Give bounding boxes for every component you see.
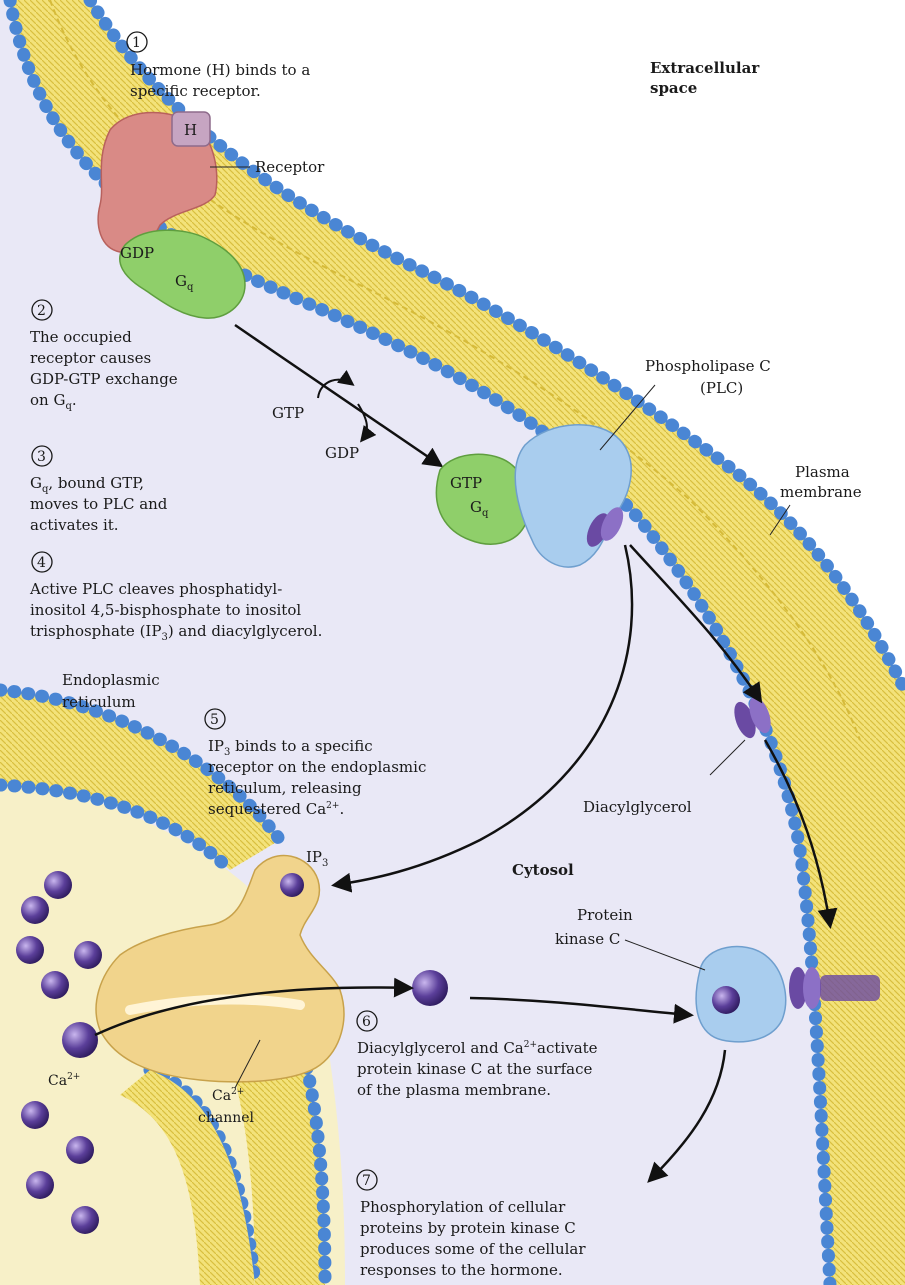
- step-5-line-1: IP3 binds to a specific: [208, 737, 373, 758]
- plc-label-2: (PLC): [700, 379, 743, 397]
- pkc-label-2: kinase C: [555, 930, 620, 948]
- plc-label-1: Phospholipase C: [645, 357, 771, 375]
- step-6-line-1: Diacylglycerol and Ca2+activate: [357, 1039, 598, 1057]
- cytosol-label: Cytosol: [512, 861, 574, 879]
- step-7-line-2: proteins by protein kinase C: [360, 1219, 576, 1237]
- step-2-number: 2: [37, 303, 46, 319]
- receptor-label: Receptor: [255, 158, 325, 176]
- gtp-free-label: GTP: [272, 404, 304, 422]
- hormone: H: [172, 112, 210, 146]
- er-label-2: reticulum: [62, 693, 136, 711]
- gdp-bound-label: GDP: [120, 244, 154, 262]
- step-3-line-3: activates it.: [30, 516, 119, 534]
- step-5-number: 5: [210, 712, 219, 728]
- step-3-number: 3: [37, 449, 46, 465]
- step-7-line-1: Phosphorylation of cellular: [360, 1198, 566, 1216]
- step-7-line-3: produces some of the cellular: [360, 1240, 586, 1258]
- channel-label-2: channel: [198, 1110, 255, 1126]
- ip3-molecule: [280, 873, 304, 897]
- step-2-line-2: receptor causes: [30, 349, 151, 367]
- hormone-label: H: [184, 121, 197, 139]
- step-6-number: 6: [362, 1014, 371, 1030]
- step-7-number: 7: [362, 1173, 371, 1189]
- step-1-line-2: specific receptor.: [130, 82, 261, 100]
- gdp-free-label: GDP: [325, 444, 359, 462]
- extracellular-label-2: space: [650, 79, 697, 97]
- er-label-1: Endoplasmic: [62, 671, 160, 689]
- diacylglycerol-label: Diacylglycerol: [583, 798, 692, 816]
- step-1-line-1: Hormone (H) binds to a: [130, 61, 310, 79]
- step-5-line-3: reticulum, releasing: [208, 779, 362, 797]
- step-2-line-1: The occupied: [30, 328, 132, 346]
- step-4-line-2: inositol 4,5-bisphosphate to inositol: [30, 601, 301, 619]
- step-6-line-3: of the plasma membrane.: [357, 1081, 551, 1099]
- plasma-membrane-label-2: membrane: [780, 483, 862, 501]
- step-1-number: 1: [132, 35, 141, 51]
- protein-kinase-c: [696, 947, 786, 1042]
- step-4-line-3: trisphosphate (IP3) and diacylglycerol.: [30, 622, 322, 643]
- step-4-line-1: Active PLC cleaves phosphatidyl-: [29, 580, 282, 598]
- step-7-line-4: responses to the hormone.: [360, 1261, 563, 1279]
- step-2-line-3: GDP-GTP exchange: [30, 370, 178, 388]
- step-3-line-2: moves to PLC and: [30, 495, 168, 513]
- gtp-bound-label: GTP: [450, 474, 482, 492]
- step-5-line-4: sequestered Ca2+.: [208, 800, 344, 818]
- step-6-line-2: protein kinase C at the surface: [357, 1060, 593, 1078]
- plasma-membrane-label-1: Plasma: [795, 463, 850, 481]
- step-5-line-2: receptor on the endoplasmic: [208, 758, 426, 776]
- pkc-label-1: Protein: [577, 906, 633, 924]
- step-4-number: 4: [37, 555, 46, 571]
- extracellular-label-1: Extracellular: [650, 59, 760, 77]
